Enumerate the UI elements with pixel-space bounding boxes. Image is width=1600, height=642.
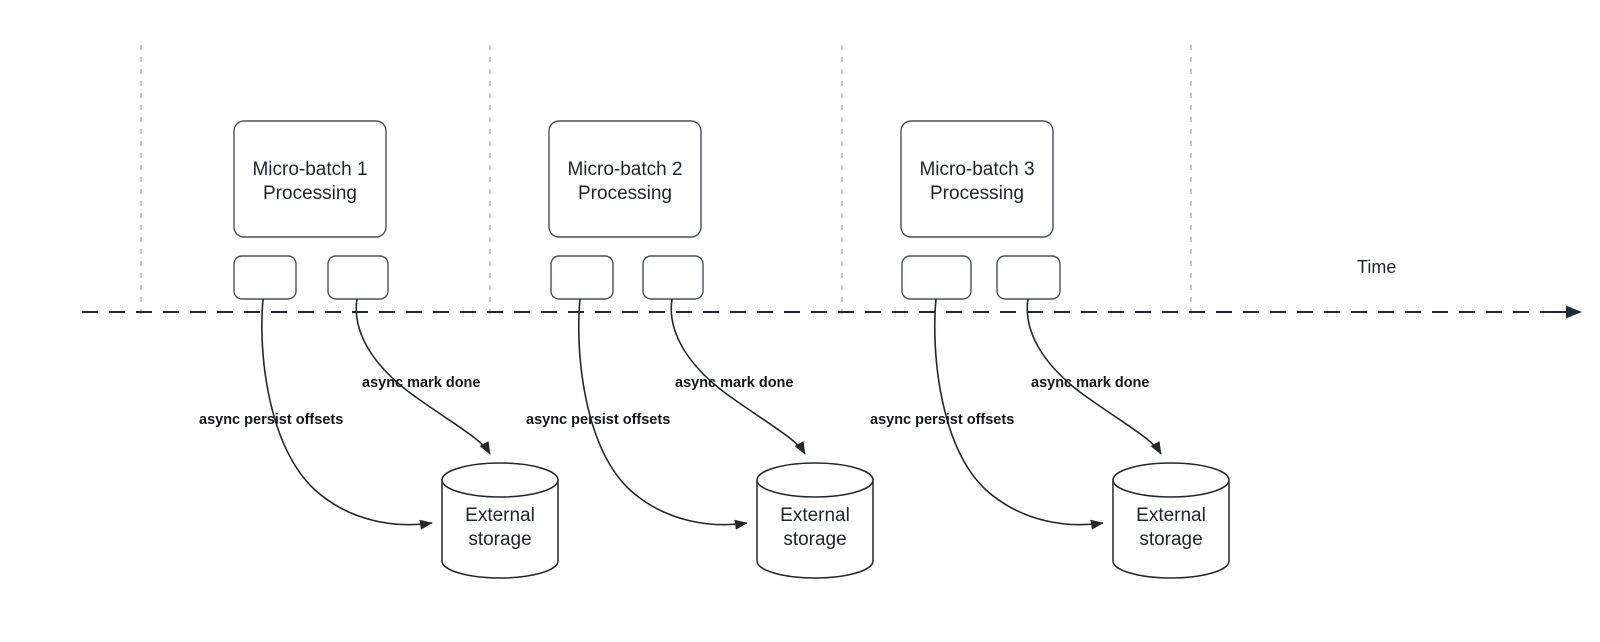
async-persist-offsets-edge xyxy=(578,298,748,530)
storage-label-line1: External xyxy=(780,505,850,526)
time-axis-label: Time xyxy=(1357,257,1396,277)
micro-batch-box[interactable] xyxy=(233,120,387,238)
storage-label-line1: External xyxy=(1136,505,1206,526)
task-box-2[interactable] xyxy=(642,255,704,300)
async-mark-done-label: async mark done xyxy=(362,375,480,391)
async-persist-offsets-label: async persist offsets xyxy=(870,412,1014,428)
micro-batch-label-line2: Processing xyxy=(930,183,1024,204)
external-storage-cylinder[interactable]: External storage xyxy=(1112,462,1230,579)
micro-batch-label-line1: Micro-batch 1 xyxy=(252,159,367,180)
async-mark-done-edge xyxy=(670,298,806,455)
micro-batch-box[interactable] xyxy=(900,120,1054,238)
micro-batch-label-line2: Processing xyxy=(578,183,672,204)
cylinder-body xyxy=(756,479,874,579)
task-box-2[interactable] xyxy=(996,255,1061,300)
cylinder-body xyxy=(1112,479,1230,579)
micro-batch-label-line1: Micro-batch 2 xyxy=(567,159,682,180)
storage-label-line2: storage xyxy=(468,529,531,550)
async-persist-offsets-label: async persist offsets xyxy=(199,412,343,428)
async-mark-done-label: async mark done xyxy=(675,375,793,391)
vertical-guide-lines xyxy=(140,45,1192,318)
storage-label-line2: storage xyxy=(783,529,846,550)
storage-label-line2: storage xyxy=(1139,529,1202,550)
cylinder-body xyxy=(441,479,559,579)
micro-batch-label-line2: Processing xyxy=(263,183,357,204)
cylinder-top xyxy=(441,462,559,498)
task-box-1[interactable] xyxy=(233,255,297,300)
storage-label-line1: External xyxy=(465,505,535,526)
async-persist-offsets-edge xyxy=(261,298,433,530)
cylinder-top xyxy=(756,462,874,498)
micro-batch-box[interactable] xyxy=(548,120,702,238)
time-axis: Time xyxy=(82,257,1582,319)
async-persist-offsets-label: async persist offsets xyxy=(526,412,670,428)
async-mark-done-label: async mark done xyxy=(1031,375,1149,391)
async-mark-done-edge xyxy=(1026,298,1162,455)
task-box-1[interactable] xyxy=(901,255,972,300)
micro-batch-label-line1: Micro-batch 3 xyxy=(919,159,1034,180)
external-storage-cylinder[interactable]: External storage xyxy=(756,462,874,579)
async-persist-offsets-edge xyxy=(934,298,1104,530)
external-storage-cylinder[interactable]: External storage xyxy=(441,462,559,579)
cylinder-top xyxy=(1112,462,1230,498)
task-box-1[interactable] xyxy=(550,255,614,300)
task-box-2[interactable] xyxy=(327,255,389,300)
async-mark-done-edge xyxy=(355,298,491,455)
